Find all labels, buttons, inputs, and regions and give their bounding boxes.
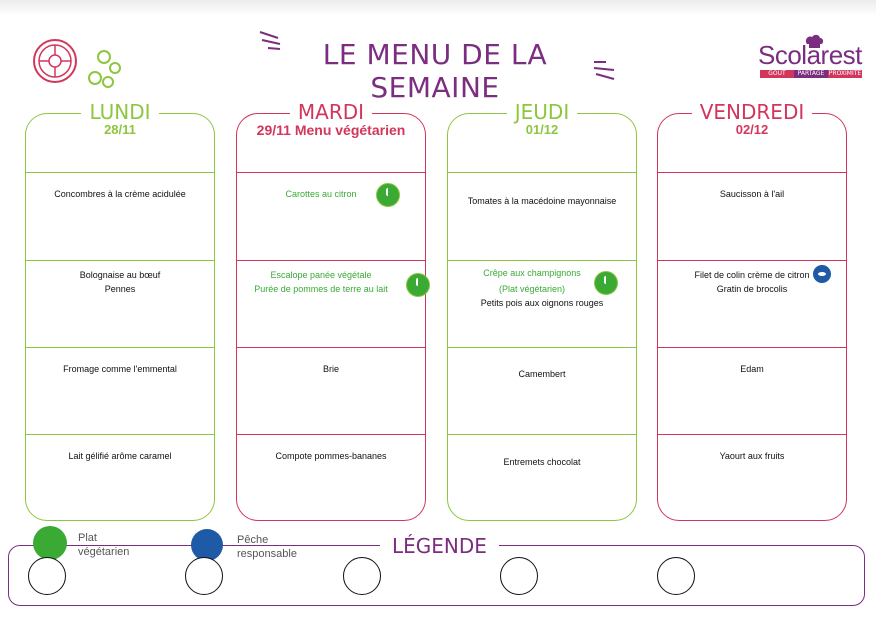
legend-circle	[28, 557, 66, 595]
day-date: 01/12	[525, 122, 559, 137]
menu-item: Edam	[740, 364, 764, 374]
tomato-slice-icon	[33, 39, 77, 83]
day-column-lundi: LUNDI 28/11 Concombres à la crème acidul…	[25, 100, 215, 521]
menu-item: Crêpe aux champignons	[483, 268, 581, 278]
legend-label: Plat	[78, 532, 97, 544]
menu-item: Gratin de brocolis	[716, 284, 788, 294]
menu-item: Bolognaise au bœuf	[79, 270, 161, 280]
peche-responsable-icon	[191, 529, 223, 561]
menu-item: Escalope panée végétale	[270, 270, 372, 280]
vegetarian-badge-icon	[33, 526, 67, 560]
menu-row-main: Crêpe aux champignons (Plat végétarien) …	[448, 260, 636, 347]
day-name: JEUDI	[448, 100, 636, 124]
menu-item: Fromage comme l'emmental	[63, 364, 177, 374]
menu-row-main: Filet de colin crème de citron Gratin de…	[658, 260, 846, 347]
legend-circle	[343, 557, 381, 595]
day-date: 29/11 Menu végétarien	[237, 122, 425, 138]
legend-label: responsable	[237, 548, 297, 560]
day-name: LUNDI	[26, 100, 214, 124]
vegetarian-badge-icon	[376, 183, 400, 207]
menu-item: Lait gélifié arôme caramel	[68, 451, 172, 461]
menu-item: Concombres à la crème acidulée	[54, 189, 186, 199]
title-accent-left	[259, 31, 281, 50]
menu-row-starter: Carottes au citron	[237, 172, 425, 259]
tagline-word: GOÛT	[760, 70, 794, 78]
day-name: VENDREDI	[658, 100, 846, 124]
menu-item: Entremets chocolat	[503, 457, 581, 467]
title-accent-right	[593, 61, 615, 80]
day-name: MARDI	[237, 100, 425, 124]
menu-item: Petits pois aux oignons rouges	[480, 298, 604, 308]
brand-tagline: GOÛT PARTAGE PROXIMITÉ	[760, 70, 862, 78]
day-date-text: 29/11 Menu végétarien	[256, 122, 406, 138]
day-date: 28/11	[104, 122, 136, 137]
menu-row-cheese: Camembert	[448, 347, 636, 434]
menu-item: Tomates à la macédoine mayonnaise	[467, 196, 617, 206]
legend-label: végétarien	[78, 546, 130, 558]
menu-item: Purée de pommes de terre au lait	[254, 284, 388, 294]
vegetarian-badge-icon	[406, 273, 430, 297]
menu-item: Brie	[322, 364, 339, 374]
day-column-mardi: MARDI 29/11 Menu végétarien Carottes au …	[236, 100, 430, 521]
menu-item: Compote pommes-bananes	[275, 451, 387, 461]
tagline-word: PROXIMITÉ	[828, 70, 862, 78]
menu-row-dessert: Lait gélifié arôme caramel	[26, 434, 214, 521]
menu-item: (Plat végétarien)	[498, 284, 566, 294]
menu-row-dessert: Yaourt aux fruits	[658, 434, 846, 521]
tagline-word: PARTAGE	[794, 70, 828, 78]
page-title: LE MENU DE LA SEMAINE	[322, 38, 548, 104]
menu-row-starter: Saucisson à l'ail	[658, 172, 846, 259]
legend-circle	[185, 557, 223, 595]
day-date: 02/12	[735, 122, 769, 137]
menu-item: Filet de colin crème de citron	[694, 270, 810, 280]
chef-hat-icon	[805, 34, 824, 48]
legend-title: LÉGENDE	[380, 534, 499, 558]
peas-icon	[88, 50, 121, 88]
menu-item: Saucisson à l'ail	[719, 189, 785, 199]
menu-row-dessert: Compote pommes-bananes	[237, 434, 425, 521]
menu-item: Yaourt aux fruits	[719, 451, 785, 461]
day-column-jeudi: JEUDI 01/12 Tomates à la macédoine mayon…	[447, 100, 637, 521]
menu-row-starter: Tomates à la macédoine mayonnaise	[448, 172, 636, 259]
menu-row-cheese: Edam	[658, 347, 846, 434]
legend-circle	[657, 557, 695, 595]
menu-item: Carottes au citron	[285, 189, 357, 199]
menu-row-cheese: Fromage comme l'emmental	[26, 347, 214, 434]
top-gradient-bar	[0, 0, 876, 16]
day-column-vendredi: VENDREDI 02/12 Saucisson à l'ail Filet d…	[657, 100, 847, 521]
brand-logo: Scolarest	[758, 40, 862, 70]
menu-row-cheese: Brie	[237, 347, 425, 434]
legend-circle	[500, 557, 538, 595]
menu-item: Pennes	[104, 284, 136, 294]
menu-row-dessert: Entremets chocolat	[448, 434, 636, 521]
vegetarian-badge-icon	[594, 271, 618, 295]
menu-item: Camembert	[518, 369, 566, 379]
legend-label: Pêche	[237, 534, 269, 546]
menu-row-main: Escalope panée végétale Purée de pommes …	[237, 260, 430, 347]
peche-responsable-icon	[813, 265, 831, 283]
menu-row-starter: Concombres à la crème acidulée	[26, 172, 214, 259]
menu-row-main: Bolognaise au bœuf Pennes	[26, 260, 214, 347]
